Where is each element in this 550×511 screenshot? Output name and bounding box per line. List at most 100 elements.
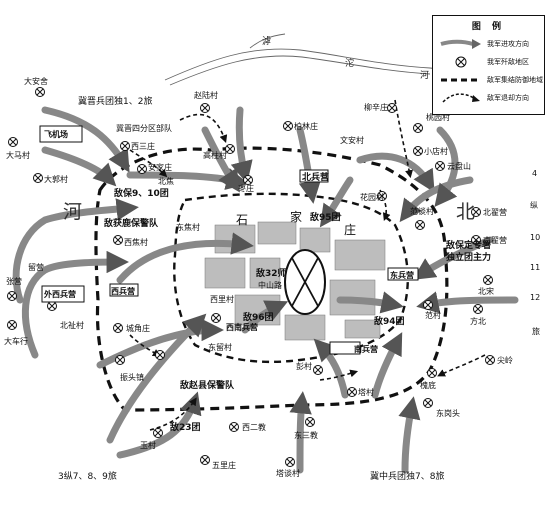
place-gaozhucun: 高柱村 <box>203 150 227 160</box>
attack-arrows <box>12 106 519 474</box>
place-beizhucun: 北祉村 <box>60 320 84 330</box>
legend-label-attack: 我军进攻方向 <box>487 40 529 48</box>
place-xibingying: 西兵营 <box>111 286 135 296</box>
place-feijichang: 飞机场 <box>44 129 68 139</box>
our-zong4-f: 旅 <box>532 326 540 336</box>
enemy-hq-marker <box>284 249 326 315</box>
marker-dongsanjiao <box>305 417 315 427</box>
enemy-t96: 敌96团 <box>243 311 274 323</box>
place-beijiao: 北焦 <box>158 176 174 186</box>
marker-anjiazhuang <box>137 164 147 174</box>
enemy-huolu: 敌获鹿保警队 <box>104 217 159 229</box>
river-he: 河 <box>420 69 429 81</box>
marker-fanjiacun <box>415 220 425 230</box>
legend-row-retreat: 敌军退却方向 <box>433 90 544 106</box>
marker-xisanzhuang <box>120 141 130 151</box>
legend: 图 例 我军进攻方向 我军歼敌地区 敌军集结防御地域 敌军退却方向 <box>432 15 545 115</box>
marker-beisong <box>483 275 493 285</box>
our-zong4-c: 10 <box>530 233 540 242</box>
arrow-icon <box>440 39 481 49</box>
place-zhaolucun: 赵陆村 <box>194 90 218 100</box>
place-zaozhuang: 枣庄 <box>238 183 254 193</box>
marker-xijiaocun <box>113 235 123 245</box>
enemy-bao-9-10: 敌保9、10团 <box>114 187 169 199</box>
place-jijinsi: 冀晋四分区部队 <box>116 123 172 133</box>
place-tacun: 塔村 <box>358 387 374 397</box>
marker-dashihang <box>7 320 17 330</box>
place-dashihang: 大车行 <box>4 336 28 346</box>
place-dongbingying: 东兵营 <box>390 270 414 280</box>
place-pengcun: 彭村 <box>296 361 312 371</box>
place-liuying: 留营 <box>28 262 44 272</box>
place-fanjiacun: 范谈村 <box>410 206 434 216</box>
legend-row-annihilate: 我军歼敌地区 <box>433 54 544 70</box>
river-tuo: 沱 <box>345 57 354 69</box>
enemy-baoding: 敌保定专署 <box>446 239 491 251</box>
river-hu: 滹 <box>262 35 271 47</box>
place-taoyuancun: 桃园村 <box>426 112 450 122</box>
circle-x-icon <box>455 56 467 68</box>
place-dagucun: 大郭村 <box>44 174 68 184</box>
place-boshuzhuang: 柏林庄 <box>294 121 318 131</box>
place-zhentouzhen: 振头镇 <box>120 372 144 382</box>
marker-beizhucun <box>47 301 57 311</box>
marker-xinanbingying <box>211 313 221 323</box>
region-he: 河 <box>63 201 82 223</box>
place-fancun: 范村 <box>425 310 441 320</box>
marker-damacun <box>8 137 18 147</box>
marker-xilicun <box>115 355 125 365</box>
place-wenshengcun: 文安村 <box>340 135 364 145</box>
marker-fangbei <box>473 304 483 314</box>
legend-row-attack: 我军进攻方向 <box>433 36 544 52</box>
place-dongganglou: 东岗头 <box>436 408 460 418</box>
our-zong4-b: 纵 <box>530 201 538 210</box>
marker-xierjiao <box>229 422 239 432</box>
place-beisong: 北宋 <box>478 286 494 296</box>
marker-fancun <box>423 300 433 310</box>
place-beizhaiying: 北翟营 <box>483 207 507 217</box>
enemy-t95: 敌95团 <box>310 211 341 223</box>
place-waiguobingying: 外西兵营 <box>44 289 76 299</box>
place-xierjiao: 西二教 <box>242 422 266 432</box>
place-xilicun: 西里村 <box>210 294 234 304</box>
place-dongjiaocun: 东焦村 <box>176 222 200 232</box>
our-jizhong: 冀中兵团独7、8旅 <box>370 470 444 482</box>
place-liuxincun: 柳辛庄 <box>364 102 388 112</box>
marker-boshuzhuang <box>283 121 293 131</box>
place-xijiaocun: 西焦村 <box>124 237 148 247</box>
place-tatancun: 塔谈村 <box>276 468 300 478</box>
legend-label-retreat: 敌军退却方向 <box>487 94 529 102</box>
road-label: 中山路 <box>258 280 282 290</box>
marker-gaozhucun <box>225 144 235 154</box>
place-beibingying: 北兵营 <box>302 171 329 183</box>
enemy-t94: 敌94团 <box>374 315 405 327</box>
unit-boxes <box>39 125 419 355</box>
dashed-line-icon <box>441 78 481 82</box>
city-jia: 家 <box>290 209 302 224</box>
enemy-duli: 独立团主力 <box>445 251 491 263</box>
place-daanshe: 大安舍 <box>24 76 48 86</box>
enemy-t23: 敌23团 <box>170 421 201 433</box>
enemy-main-label: 敌32师 <box>256 267 287 279</box>
marker-zhangying <box>7 291 17 301</box>
enemy-zhao: 敌赵县保警队 <box>180 379 235 391</box>
city-shi: 石 <box>236 213 248 227</box>
marker-jianling <box>485 355 495 365</box>
legend-label-annihilate: 我军歼敌地区 <box>487 58 529 66</box>
our-zong3: 3纵7、8、9旅 <box>58 470 117 482</box>
marker-huayuancun <box>377 191 387 201</box>
place-xinanbingying: 西南兵营 <box>226 322 258 332</box>
place-yunpanshan: 云盘山 <box>447 161 471 171</box>
marker-yunpanshan <box>435 161 445 171</box>
marker-xiaodiancun <box>413 146 423 156</box>
legend-label-defense: 敌军集结防御地域 <box>487 76 543 84</box>
city-zhuang: 庄 <box>344 222 356 237</box>
marker-zhaolucun <box>200 103 210 113</box>
marker-beizhaiying <box>471 207 481 217</box>
place-jianling: 尖岭 <box>497 355 513 365</box>
marker-tatancun <box>285 457 295 467</box>
marker-pengcun <box>313 365 323 375</box>
place-xiaodiancun: 小店村 <box>424 146 448 156</box>
our-zong4-a: 4 <box>532 169 537 178</box>
village-markers <box>7 87 495 467</box>
